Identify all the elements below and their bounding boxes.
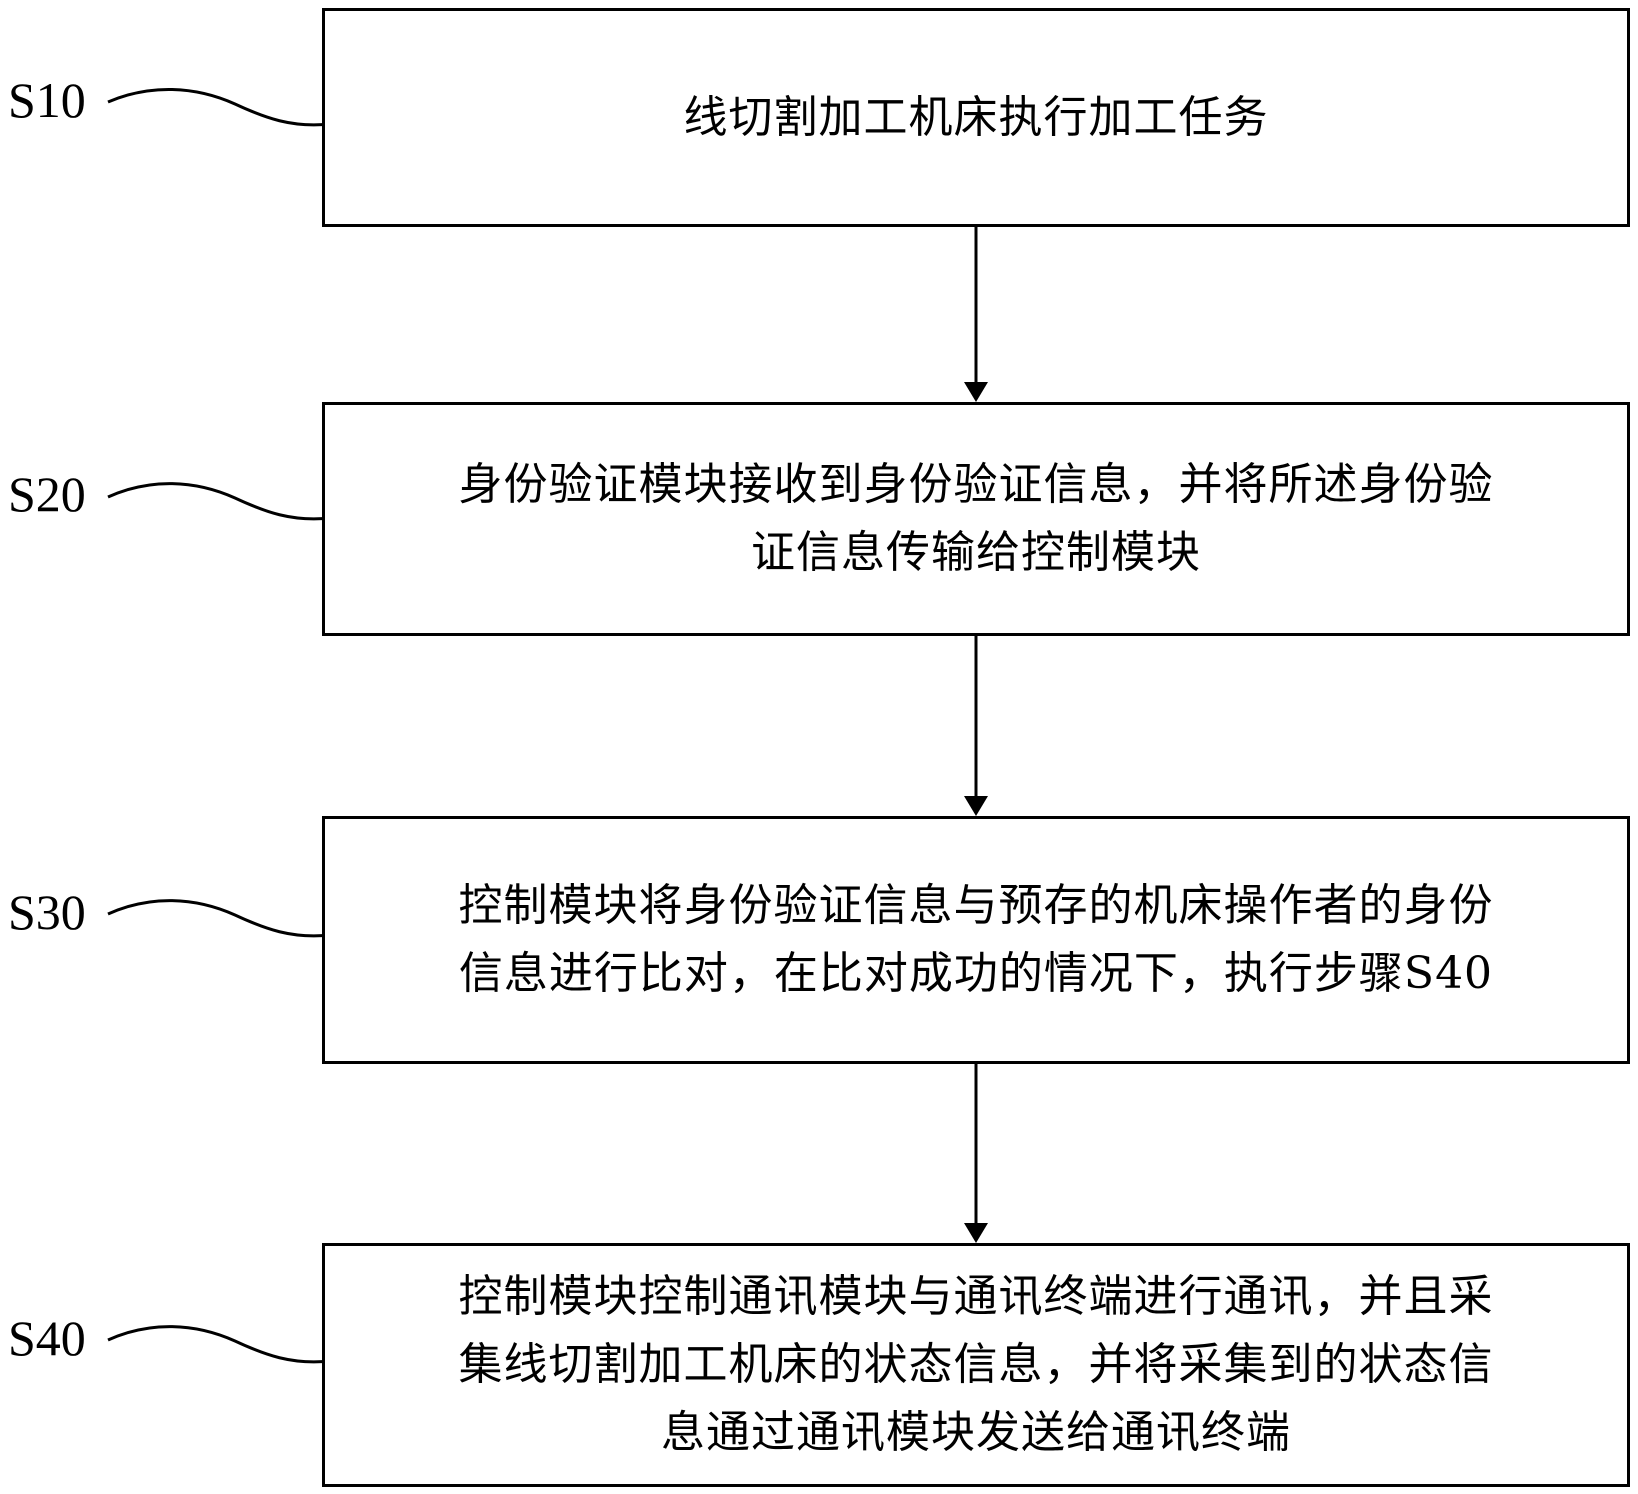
leader-line-s20: [107, 482, 331, 521]
flow-arrow-s30-s40: [964, 1064, 988, 1243]
step-box-s20: 身份验证模块接收到身份验证信息，并将所述身份验 证信息传输给控制模块: [322, 402, 1630, 636]
step-box-s10: 线切割加工机床执行加工任务: [322, 8, 1630, 227]
step-text-s20: 身份验证模块接收到身份验证信息，并将所述身份验 证信息传输给控制模块: [458, 459, 1494, 578]
step-box-s40: 控制模块控制通讯模块与通讯终端进行通讯，并且采 集线切割加工机床的状态信息，并将…: [322, 1243, 1630, 1487]
step-text-s40: 控制模块控制通讯模块与通讯终端进行通讯，并且采 集线切割加工机床的状态信息，并将…: [458, 1271, 1494, 1458]
step-label-s10: S10: [8, 72, 86, 128]
step-label-s30: S30: [8, 884, 86, 940]
step-text-s30: 控制模块将身份验证信息与预存的机床操作者的身份 信息进行比对，在比对成功的情况下…: [458, 880, 1494, 999]
leader-line-s10: [107, 88, 331, 127]
step-label-s40: S40: [8, 1310, 86, 1366]
flow-arrow-s10-s20: [964, 227, 988, 402]
step-label-s20: S20: [8, 466, 86, 522]
leader-line-s40: [107, 1325, 331, 1364]
step-text-s10: 线切割加工机床执行加工任务: [683, 91, 1269, 143]
step-box-s30: 控制模块将身份验证信息与预存的机床操作者的身份 信息进行比对，在比对成功的情况下…: [322, 816, 1630, 1064]
flow-arrow-s20-s30: [964, 636, 988, 816]
leader-line-s30: [107, 899, 331, 938]
